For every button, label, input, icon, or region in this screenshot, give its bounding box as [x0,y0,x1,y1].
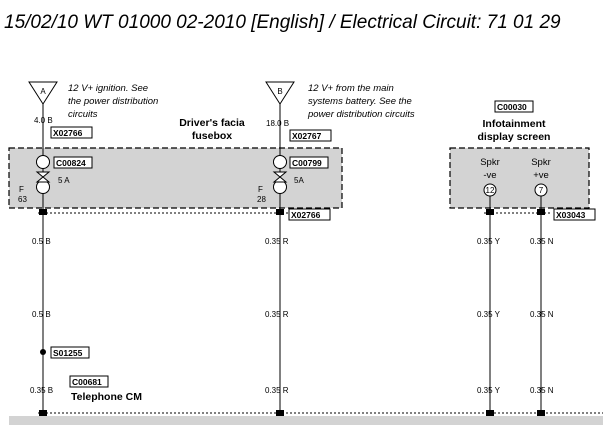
supply-a-desc-3: circuits [68,109,98,120]
pin-7-number: 7 [539,186,544,195]
connector-x02766-top-box [50,126,93,139]
wire-mid-label-3: 0.35 R [265,386,289,395]
connector-x03043: X03043 [556,210,586,220]
supply-a-letter: A [40,87,46,96]
wire-left-label-2: 0.5 B [32,310,51,319]
connector-x02767: X02767 [292,131,322,141]
infotainment-code: C00030 [497,102,527,112]
connector-x03043-box [553,208,596,221]
infotainment-code-box [494,100,534,113]
fuse-f28-top-circle [273,155,287,169]
infotainment-box [449,147,590,209]
page-header: 15/02/10 WT 01000 02-2010 [English] / El… [4,12,561,33]
connector-x02766-top: X02766 [53,128,83,138]
wire-right-n-label-2: 0.35 N [530,310,554,319]
supply-b-desc-1: 12 V+ from the main [308,83,394,94]
wire-left-label-1: 0.5 B [32,237,51,246]
pin-spkr-pos-label-1: Spkr [531,157,551,168]
fusebox-title-2: fusebox [192,130,232,142]
fuse-f63-rating: 5 A [58,176,70,185]
fuse-f28-letter: F [258,185,263,194]
pin-spkr-neg-label-2: -ve [483,170,496,181]
telephone-pin-right1 [486,410,494,416]
supply-b-desc-2: systems battery. See the [308,96,412,107]
telephone-code: C00681 [72,377,102,387]
connector-pin-12-bottom [486,209,494,215]
telephone-pin-mid [276,410,284,416]
wire-right-n-label-3: 0.35 N [530,386,554,395]
connector-c00799-box [289,156,329,169]
connector-x02766-bottom: X02766 [291,210,321,220]
infotainment-title-1: Infotainment [483,118,546,130]
fuse-f63: C00824 5 A F 63 [18,148,93,213]
wire-right-y-label-2: 0.35 Y [477,310,501,319]
splice-box [50,346,90,359]
wire-right-n: 0.35 N 0.35 N 0.35 N [530,215,554,415]
splice-s01255: S01255 [40,346,90,359]
connector-x02766-bottom-box [288,208,331,221]
fusebox: Driver's facia fusebox X02766 X02767 C00… [8,117,343,221]
wire-left: 0.5 B 0.5 B 0.35 B [30,215,53,415]
splice-label: S01255 [53,348,83,358]
supply-b-triangle [265,81,295,105]
wire-left-label-3: 0.35 B [30,386,53,395]
connector-c00824: C00824 [56,158,86,168]
connector-c00824-box [53,156,93,169]
wire-mid: 0.35 R 0.35 R 0.35 R [265,215,289,415]
fuse-f28-symbol [272,171,288,183]
pin-12-number: 12 [486,186,495,195]
connector-pin-mid-bottom [276,209,284,215]
telephone-box [9,416,603,425]
infotainment-display: C00030 Infotainment display screen Spkr … [449,100,596,221]
fuse-f28-rating: 5A [294,176,304,185]
fuse-f28: C00799 5A F 28 [257,148,329,213]
supply-b: B 12 V+ from the main systems battery. S… [265,81,415,148]
connector-pin-left-bottom [39,209,47,215]
wire-mid-label-2: 0.35 R [265,310,289,319]
fusebox-title-1: Driver's facia [179,117,245,129]
fuse-f63-symbol [35,171,51,183]
infotainment-title-2: display screen [478,131,551,143]
supply-a-desc-1: 12 V+ ignition. See [68,83,148,94]
supply-a: A 12 V+ ignition. See the power distribu… [28,81,158,148]
pin-spkr-neg-label-1: Spkr [480,157,500,168]
supply-b-desc-3: power distribution circuits [307,109,415,120]
wire-right-y-label-1: 0.35 Y [477,237,501,246]
wire-right-y-label-3: 0.35 Y [477,386,501,395]
supply-b-letter: B [277,87,282,96]
telephone-pin-left [39,410,47,416]
connector-c00799: C00799 [292,158,322,168]
wire-mid-label-1: 0.35 R [265,237,289,246]
supply-a-desc-2: the power distribution [68,96,158,107]
fuse-f63-top-circle [36,155,50,169]
fuse-f63-number: 63 [18,195,27,204]
supply-a-wire-size: 4.0 B [34,116,53,125]
telephone-pin-right2 [537,410,545,416]
fuse-f63-letter: F [19,185,24,194]
wire-right-y: 0.35 Y 0.35 Y 0.35 Y [477,215,501,415]
telephone-cm: C00681 Telephone CM [9,375,603,425]
fuse-f28-number: 28 [257,195,266,204]
pin-spkr-pos-label-2: +ve [533,170,549,181]
connector-pin-7-bottom [537,209,545,215]
telephone-title: Telephone CM [71,391,142,403]
wire-right-n-label-1: 0.35 N [530,237,554,246]
connector-x02767-box [289,129,332,142]
telephone-code-box [69,375,109,388]
supply-a-triangle [28,81,58,105]
splice-dot [40,349,46,355]
supply-b-wire-size: 18.0 B [266,119,289,128]
